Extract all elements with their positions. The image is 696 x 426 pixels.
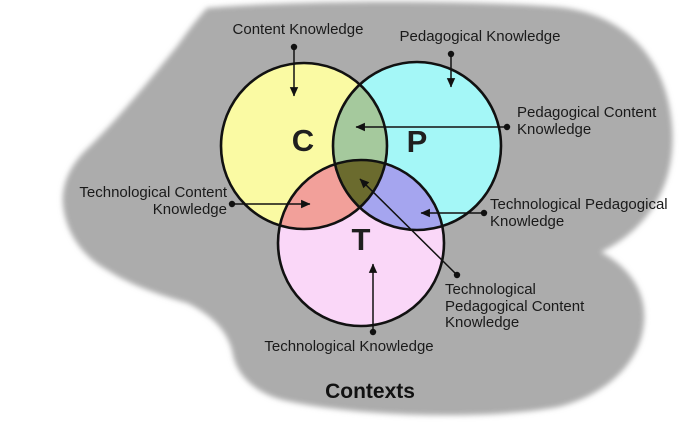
- dot-technological-pedagogical-knowledge: [480, 209, 488, 217]
- label-pedagogical-knowledge: Pedagogical Knowledge: [399, 28, 561, 45]
- label-technological-pedagogical-knowledge: Technological Pedagogical Knowledge: [490, 196, 668, 230]
- dot-technological-knowledge: [369, 328, 377, 336]
- circle-c-letter: C: [291, 123, 315, 158]
- label-tpack: Technological Pedagogical Content Knowle…: [445, 281, 585, 331]
- dot-content-knowledge: [290, 43, 298, 51]
- label-pedagogical-content-knowledge: Pedagogical Content Knowledge: [517, 104, 657, 138]
- arrow-tpack: [359, 178, 457, 275]
- circle-t-letter: T: [351, 222, 371, 257]
- circle-technological-outline: [276, 158, 446, 328]
- circle-p-letter: P: [406, 124, 428, 159]
- label-technological-knowledge: Technological Knowledge: [264, 338, 434, 355]
- label-technological-content-knowledge: Technological Content Knowledge: [79, 184, 227, 218]
- label-content-knowledge: Content Knowledge: [232, 21, 364, 38]
- circle-content-outline: [219, 61, 389, 231]
- overlap-technological-content: [278, 160, 387, 229]
- contexts-label: Contexts: [325, 380, 415, 403]
- overlap-technological-pedagogical: [333, 160, 444, 230]
- dot-pedagogical-content-knowledge: [503, 123, 511, 131]
- dot-technological-content-knowledge: [228, 200, 236, 208]
- circle-pedagogical-outline: [331, 60, 503, 232]
- dot-pedagogical-knowledge: [447, 50, 455, 58]
